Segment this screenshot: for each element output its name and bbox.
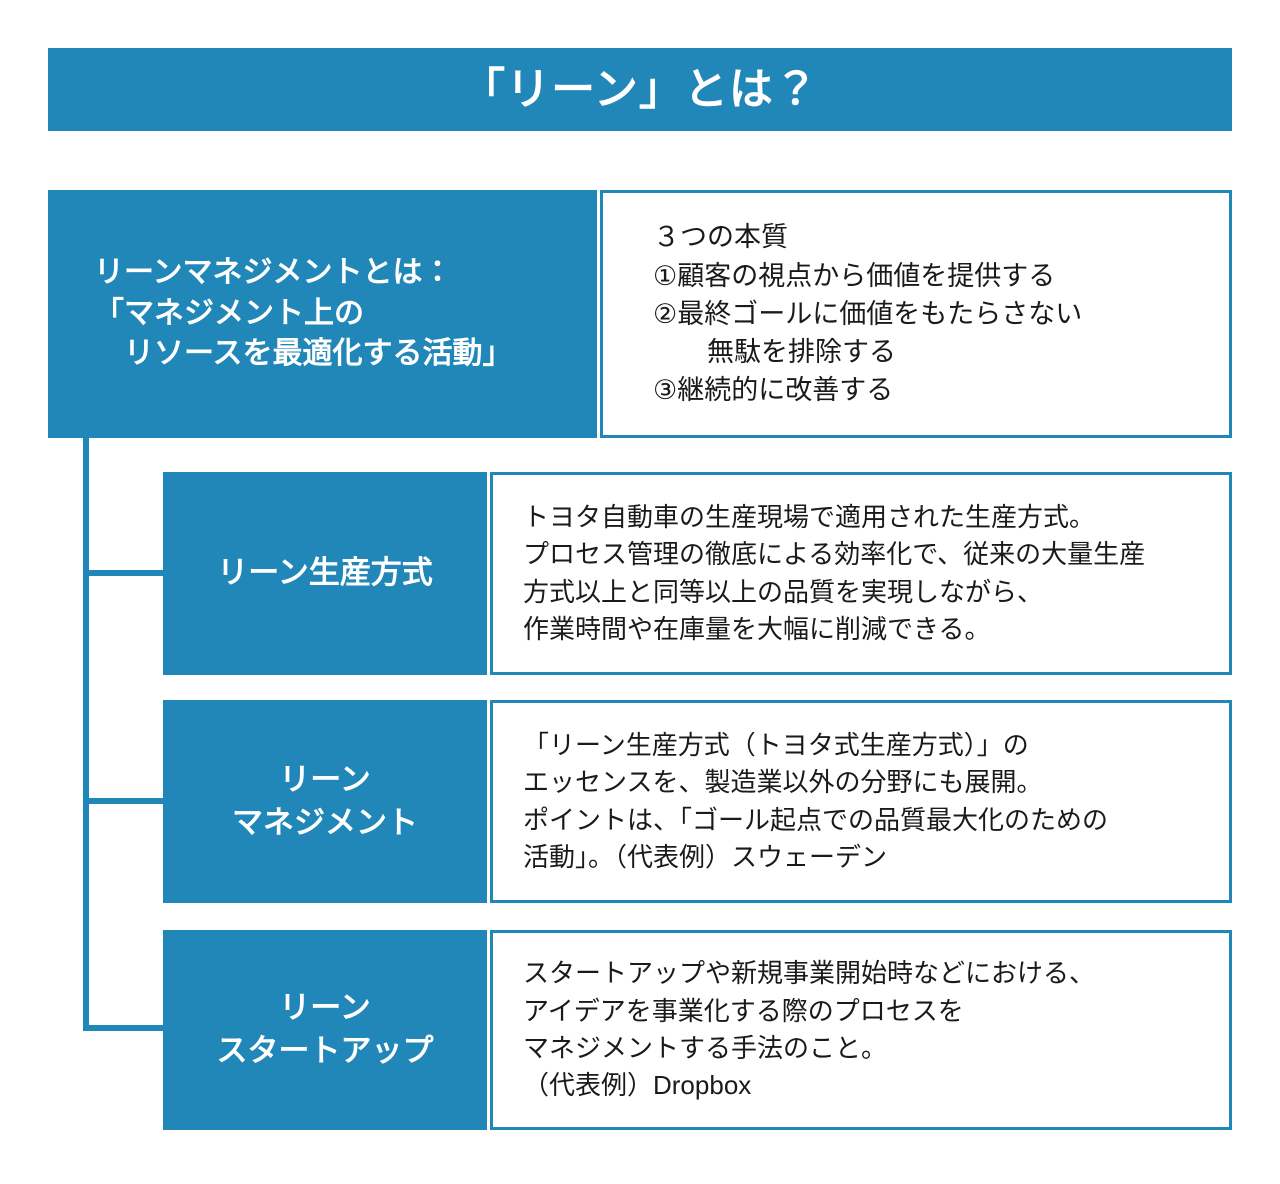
connector-branch-line-3 — [83, 1025, 165, 1031]
branch-body-line-2-2: エッセンスを、製造業以外の分野にも展開。 — [523, 767, 1043, 798]
definition-label-line-2: 「マネジメント上の — [94, 296, 364, 330]
branch-label-line-2-1: リーン — [279, 761, 371, 797]
branch-label-line-2-2: マネジメント — [232, 804, 418, 840]
branch-row-lean-production: リーン生産方式 トヨタ自動車の生産現場で適用された生産方式。 プロセス管理の徹底… — [163, 472, 1232, 675]
branch-body-line-1-3: 方式以上と同等以上の品質を実現しながら、 — [523, 576, 1044, 607]
branch-body-line-3-3: マネジメントする手法のこと。 — [523, 1033, 888, 1063]
definition-body-line-2: ①顧客の視点から価値を提供する — [653, 260, 1056, 291]
definition-label-line-1: リーンマネジメントとは： — [94, 255, 453, 289]
branch-label-box-1: リーン生産方式 — [163, 472, 487, 675]
branch-body-box-3: スタートアップや新規事業開始時などにおける、 アイデアを事業化する際のプロセスを… — [490, 930, 1232, 1130]
branch-label-line-1-1: リーン生産方式 — [217, 555, 433, 591]
branch-body-line-3-1: スタートアップや新規事業開始時などにおける、 — [523, 958, 1096, 989]
branch-body-line-3-4: （代表例）Dropbox — [523, 1070, 752, 1101]
branch-body-line-3-2: アイデアを事業化する際のプロセスを — [523, 995, 964, 1026]
branch-row-lean-management: リーン マネジメント 「リーン生産方式（トヨタ式生産方式）」の エッセンスを、製… — [163, 700, 1232, 903]
definition-label-box: リーンマネジメントとは： 「マネジメント上の リソースを最適化する活動」 — [48, 190, 597, 438]
connector-vertical-line — [83, 437, 89, 1031]
definition-label-line-3: リソースを最適化する活動」 — [94, 337, 513, 371]
branch-label-box-3: リーン スタートアップ — [163, 930, 487, 1130]
definition-row: リーンマネジメントとは： 「マネジメント上の リソースを最適化する活動」 ３つの… — [48, 190, 1232, 438]
definition-body-line-1: ３つの本質 — [653, 222, 788, 253]
branch-body-line-2-3: ポイントは、「ゴール起点での品質最大化のための — [523, 804, 1109, 835]
branch-label-line-3-2: スタートアップ — [216, 1033, 434, 1068]
definition-body-box: ３つの本質 ①顧客の視点から価値を提供する ②最終ゴールに価値をもたらさない 無… — [600, 190, 1232, 438]
page-title: 「リーン」とは？ — [461, 64, 819, 114]
definition-body-line-4: 無駄を排除する — [653, 337, 896, 368]
branch-body-line-1-1: トヨタ自動車の生産現場で適用された生産方式。 — [523, 501, 1096, 532]
diagram-title-bar: 「リーン」とは？ — [48, 48, 1232, 131]
branch-body-line-1-2: プロセス管理の徹底による効率化で、従来の大量生産 — [523, 539, 1146, 570]
branch-label-line-3-1: リーン — [279, 990, 371, 1026]
branch-body-box-1: トヨタ自動車の生産現場で適用された生産方式。 プロセス管理の徹底による効率化で、… — [490, 472, 1232, 675]
connector-branch-line-2 — [83, 798, 165, 804]
branch-body-line-2-4: 活動」。（代表例）スウェーデン — [523, 841, 888, 872]
connector-branch-line-1 — [83, 570, 165, 576]
branch-body-box-2: 「リーン生産方式（トヨタ式生産方式）」の エッセンスを、製造業以外の分野にも展開… — [490, 700, 1232, 903]
definition-body-line-5: ③継続的に改善する — [653, 375, 894, 406]
branch-body-line-2-1: 「リーン生産方式（トヨタ式生産方式）」の — [523, 729, 1029, 760]
branch-body-line-1-4: 作業時間や在庫量を大幅に削減できる。 — [523, 613, 991, 644]
branch-row-lean-startup: リーン スタートアップ スタートアップや新規事業開始時などにおける、 アイデアを… — [163, 930, 1232, 1130]
branch-label-box-2: リーン マネジメント — [163, 700, 487, 903]
definition-body-line-3: ②最終ゴールに価値をもたらさない — [653, 298, 1083, 329]
